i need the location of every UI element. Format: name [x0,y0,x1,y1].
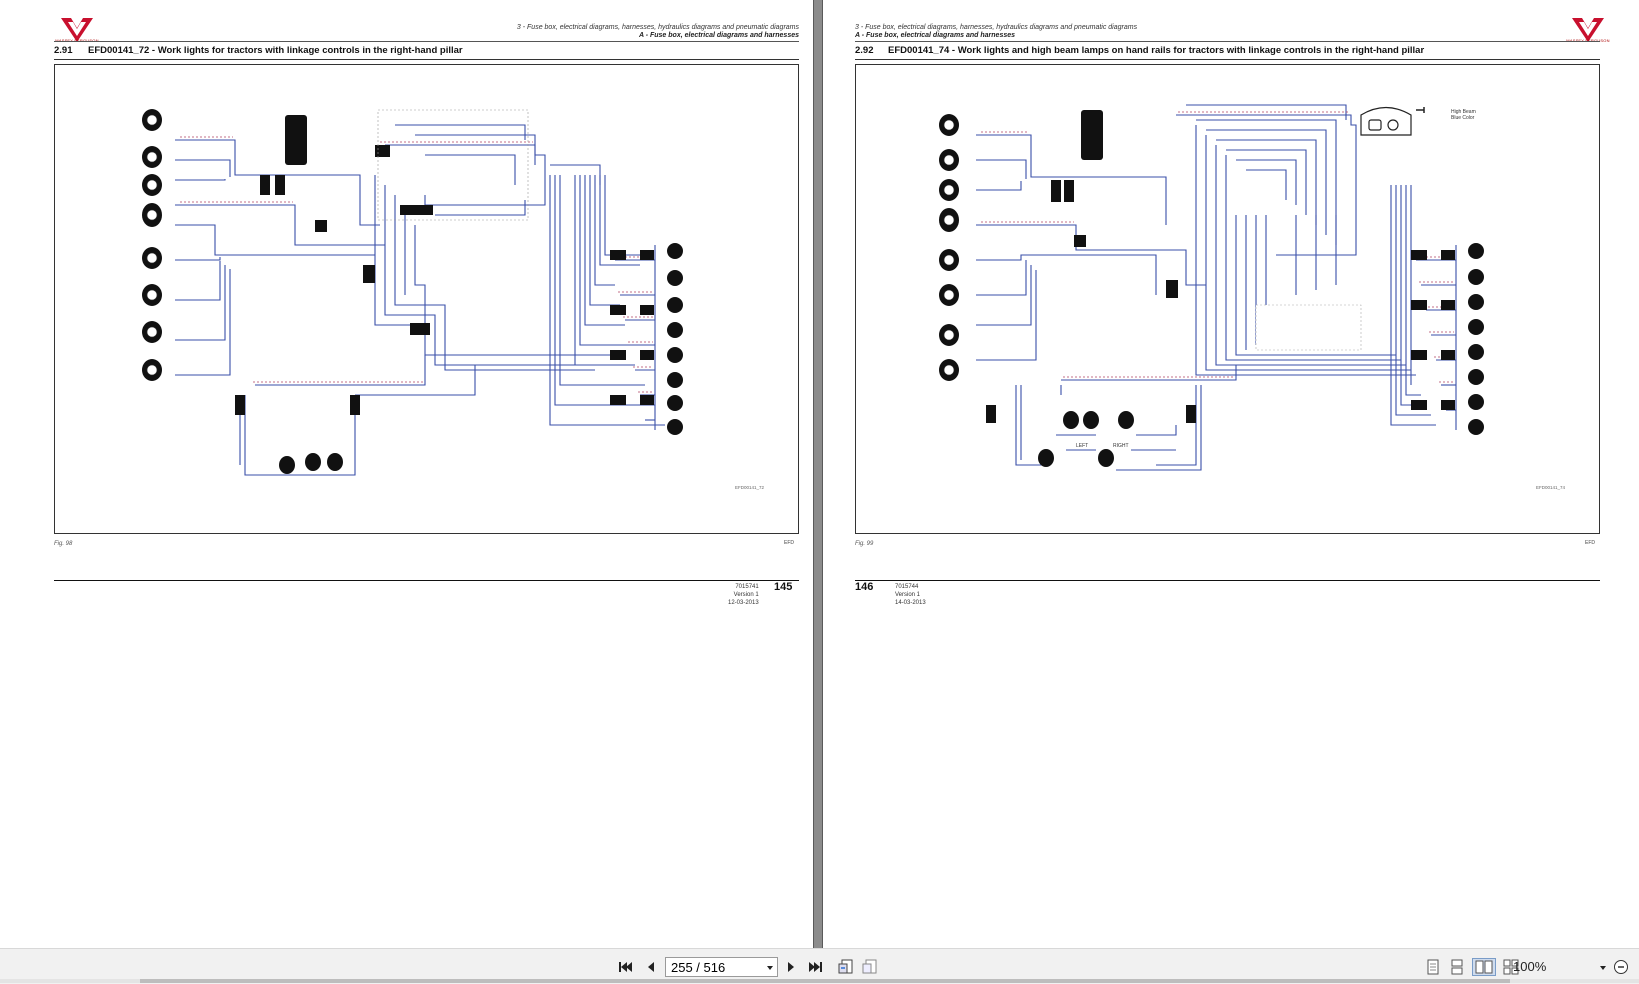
last-page-button[interactable] [807,958,825,976]
two-page-continuous-view-icon [1503,959,1519,975]
document-page-left: MASSEY FERGUSON 3 - Fuse box, electrical… [0,0,813,948]
massey-ferguson-logo-icon [1572,18,1604,42]
wiring-diagram-figure: EFD00141_72 [54,64,799,534]
chevron-down-icon[interactable] [1600,966,1606,970]
footer-rule [855,580,1600,581]
page-number: 146 [855,581,874,593]
section-title: EFD00141_74 - Work lights and high beam … [888,45,1425,56]
zoom-level[interactable]: 100% [1513,959,1547,974]
fit-page-icon [838,959,853,974]
logo-text: MASSEY FERGUSON [1566,38,1610,43]
scrollbar-thumb[interactable] [140,979,1510,983]
header-chapter: 3 - Fuse box, electrical diagrams, harne… [855,24,1138,31]
wiring-diagram [142,109,683,476]
footer-version: Version 1 [895,592,921,598]
continuous-view-icon [1451,959,1463,975]
footer-date: 14-03-2013 [895,600,926,606]
chevron-down-icon[interactable] [767,966,773,970]
figure-code: EFD00141_72 [735,485,765,490]
horizontal-scrollbar[interactable] [0,979,1639,983]
document-page-right: MASSEY FERGUSON 3 - Fuse box, electrical… [823,0,1639,948]
section-title: EFD00141_72 - Work lights for tractors w… [88,45,463,56]
fit-page-button[interactable] [836,958,856,976]
single-page-view-button[interactable] [1424,958,1442,976]
header-rule [855,41,1600,42]
figure-code: EFD00141_74 [1536,485,1566,490]
left-lamp-label: LEFT [1076,443,1089,449]
single-page-view-icon [1427,959,1439,975]
figure-label: Fig. 98 [54,541,73,547]
previous-page-icon [648,962,654,972]
page-number-input[interactable]: 255 / 516 [665,957,778,977]
last-page-icon [809,962,822,972]
viewer-toolbar: 255 / 516 [0,948,1639,984]
footer-version: Version 1 [733,592,759,598]
section-rule [54,59,799,60]
two-page-continuous-view-button[interactable] [1502,958,1520,976]
figure-id: EFD [1585,540,1595,546]
continuous-view-button[interactable] [1448,958,1466,976]
figure-label: Fig. 99 [855,541,874,547]
page-number: 145 [774,581,793,593]
previous-page-button[interactable] [642,958,660,976]
page-divider [813,0,823,948]
header-subchapter: A - Fuse box, electrical diagrams and ha… [638,32,799,39]
footer-date: 12-03-2013 [728,600,759,606]
section-rule [855,59,1600,60]
section-number: 2.91 [54,45,73,56]
logo-text: MASSEY FERGUSON [55,38,99,43]
fit-width-icon [862,959,877,974]
footer-doc-number: 7015744 [895,584,919,590]
wiring-diagram [939,104,1484,471]
footer-doc-number: 7015741 [735,584,759,590]
two-page-view-button[interactable] [1472,958,1496,976]
next-page-icon [788,962,794,972]
zoom-out-icon [1614,960,1628,974]
header-chapter: 3 - Fuse box, electrical diagrams, harne… [516,24,799,31]
next-page-button[interactable] [782,958,800,976]
massey-ferguson-logo-icon [61,18,93,42]
footer-meta: 7015744 Version 1 14-03-2013 [895,583,926,607]
blue-color-label: Blue Color [1451,115,1475,121]
footer-rule [54,580,799,581]
right-lamp-label: RIGHT [1113,443,1129,449]
header-subchapter: A - Fuse box, electrical diagrams and ha… [855,32,1016,39]
figure-id: EFD [784,540,794,546]
fit-width-button[interactable] [860,958,880,976]
first-page-button[interactable] [616,958,634,976]
high-beam-label: High Beam [1451,109,1476,115]
two-page-view-icon [1475,960,1493,974]
zoom-out-button[interactable] [1612,958,1630,976]
page-indicator-text: 255 / 516 [671,960,726,975]
footer-meta: 7015741 Version 1 12-03-2013 [728,583,759,607]
section-number: 2.92 [855,45,874,56]
first-page-icon [619,962,632,972]
header-rule [54,41,799,42]
wiring-diagram-figure: High Beam Blue Color LEFT RIGHT EFD00141… [855,64,1600,534]
